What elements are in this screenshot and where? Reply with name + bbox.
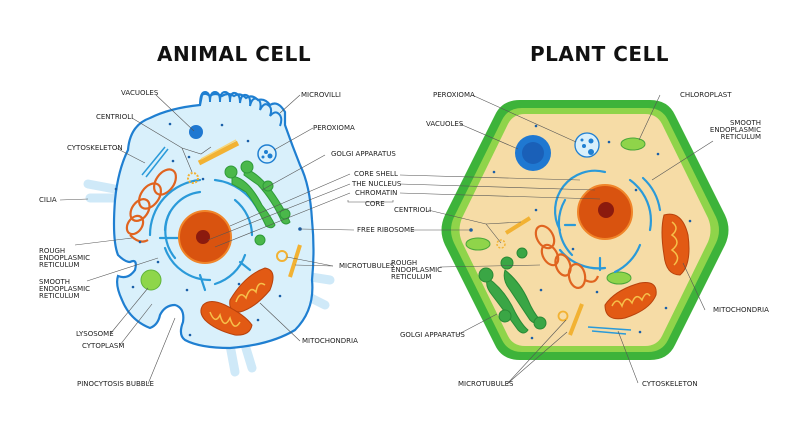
animal-centriole bbox=[187, 139, 240, 184]
label-animal-cilia: CILIA bbox=[39, 196, 57, 204]
plant-peroxioma bbox=[574, 132, 600, 158]
plant-centriole bbox=[496, 216, 532, 249]
plant-cell-title: PLANT CELL bbox=[530, 42, 670, 66]
animal-peroxioma bbox=[257, 144, 277, 164]
label-animal-golgi: GOLGI APPARATUS bbox=[331, 150, 396, 158]
plant-vacuole bbox=[515, 135, 551, 171]
animal-rough-er bbox=[125, 168, 178, 243]
plant-cytoskeleton bbox=[587, 326, 632, 335]
label-plant-peroxioma: PEROXIOMA bbox=[433, 91, 475, 99]
label-animal-lysosome: LYSOSOME bbox=[76, 330, 114, 338]
label-animal-cytoplasm: CYTOPLASM bbox=[82, 342, 125, 350]
label-animal-centrioli: CENTRIOLI bbox=[96, 113, 134, 121]
label-plant-centrioli: CENTRIOLI bbox=[394, 206, 432, 214]
label-plant-rough-er: ROUGH ENDOPLASMIC RETICULUM bbox=[391, 259, 443, 281]
label-core: CORE bbox=[365, 200, 385, 208]
animal-microtubules bbox=[276, 244, 302, 278]
label-animal-pinocytosis: PINOCYTOSIS BUBBLE bbox=[77, 380, 154, 388]
animal-nucleolus bbox=[196, 230, 210, 244]
plant-cell bbox=[441, 100, 729, 360]
animal-free-ribosomes bbox=[114, 122, 302, 337]
label-animal-peroxioma: PEROXIOMA bbox=[313, 124, 355, 132]
label-core-shell: CORE SHELL bbox=[354, 170, 398, 178]
label-the-nucleus: THE NUCLEUS bbox=[352, 180, 402, 188]
plant-microtubules bbox=[557, 303, 584, 336]
plant-nucleolus bbox=[598, 202, 614, 218]
animal-mitochondria bbox=[200, 267, 274, 336]
animal-vacuole bbox=[189, 125, 203, 139]
label-animal-vacuoles: VACUOLES bbox=[121, 89, 159, 97]
label-animal-microtubules: MICROTUBULES bbox=[339, 262, 395, 270]
label-plant-mitochondria: MITOCHONDRIA bbox=[713, 306, 769, 314]
animal-cell-title: ANIMAL CELL bbox=[157, 42, 312, 66]
animal-microvilli bbox=[199, 90, 283, 127]
label-plant-smooth-er: SMOOTH ENDOPLASMIC RETICULUM bbox=[709, 119, 761, 141]
plant-free-ribosomes bbox=[469, 124, 692, 340]
plant-mitochondria bbox=[604, 213, 690, 320]
label-chromatin: CHROMATIN bbox=[355, 189, 398, 197]
label-plant-chloroplast: CHLOROPLAST bbox=[680, 91, 732, 99]
label-plant-golgi: GOLGI APPARATUS bbox=[400, 331, 465, 339]
plant-chloroplasts bbox=[465, 137, 646, 285]
animal-golgi bbox=[224, 160, 291, 246]
label-animal-microvilli: MICROVILLI bbox=[301, 91, 341, 99]
animal-cytoskeleton bbox=[141, 146, 169, 178]
label-plant-microtubules: MICROTUBULES bbox=[458, 380, 514, 388]
label-plant-cytoskeleton: CYTOSKELETON bbox=[642, 380, 698, 388]
label-animal-rough-er: ROUGH ENDOPLASMIC RETICULUM bbox=[39, 247, 91, 269]
animal-cell bbox=[83, 90, 335, 377]
label-animal-smooth-er: SMOOTH ENDOPLASMIC RETICULUM bbox=[39, 278, 91, 300]
animal-lysosome bbox=[140, 269, 162, 291]
label-animal-mitochondria: MITOCHONDRIA bbox=[302, 337, 358, 345]
label-animal-cytoskeleton: CYTOSKELETON bbox=[67, 144, 123, 152]
plant-rough-er bbox=[534, 224, 600, 289]
leader-lines bbox=[59, 94, 714, 385]
label-plant-vacuoles: VACUOLES bbox=[426, 120, 464, 128]
label-free-ribosome: FREE RIBOSOME bbox=[357, 226, 415, 234]
